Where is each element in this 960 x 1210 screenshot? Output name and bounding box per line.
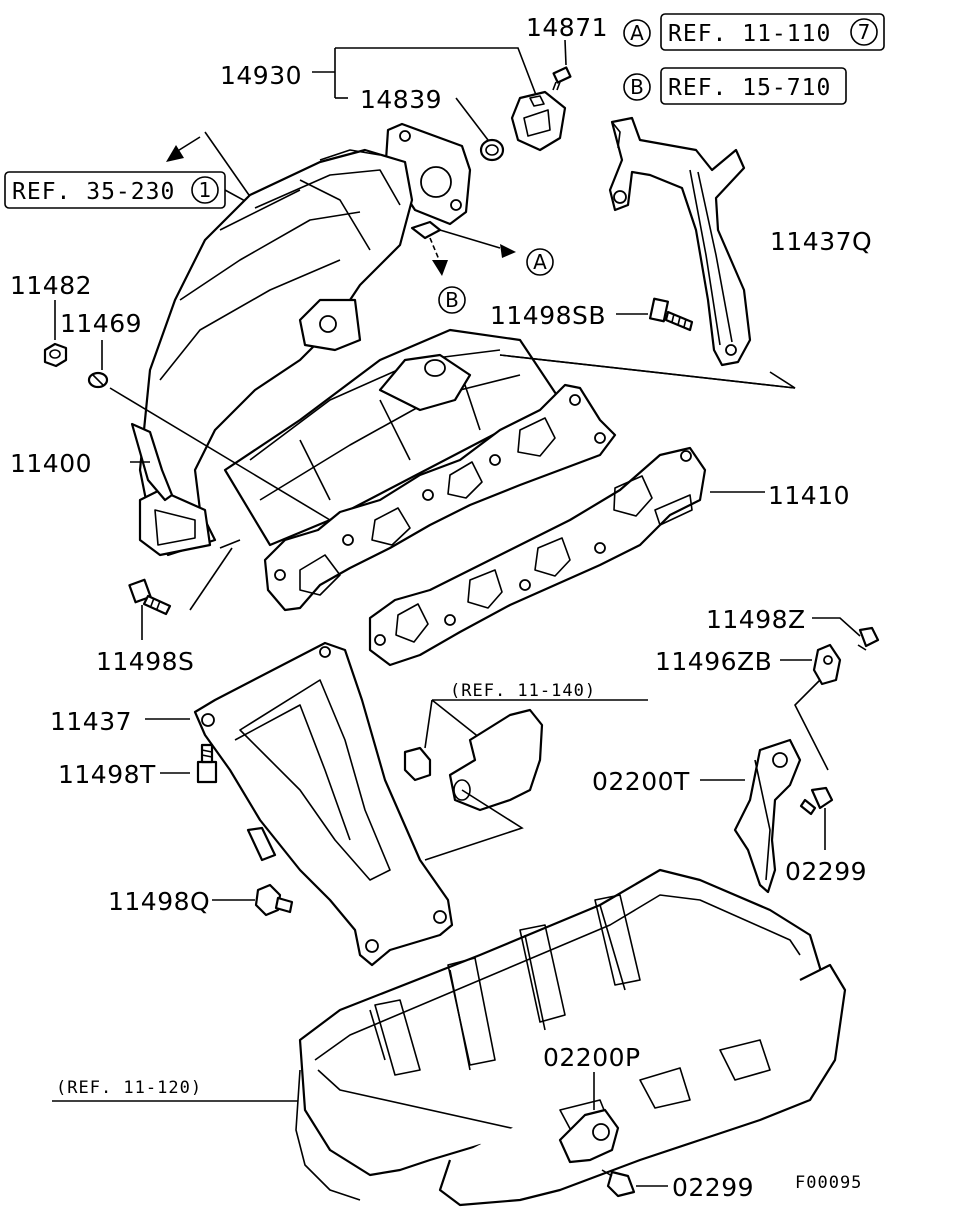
label-11437: 11437 (50, 707, 132, 736)
ref-35-230-text: REF. 35-230 (12, 179, 175, 205)
connector-a: A (526, 248, 554, 276)
label-11498sb: 11498SB (490, 301, 606, 330)
map-sensor-group (312, 39, 572, 162)
arrow-icon (500, 244, 516, 258)
gasket-11410 (368, 446, 765, 667)
label-14839: 14839 (360, 85, 442, 114)
label-02299-upper: 02299 (785, 857, 867, 886)
legend-b: B REF. 15-710 (623, 67, 847, 105)
nut-11482 (43, 300, 68, 368)
label-11496zb: 11496ZB (655, 647, 772, 676)
brace-11437 (145, 641, 454, 967)
arrow-icon (432, 260, 448, 276)
connector-a-letter: A (533, 250, 547, 274)
washer-11469 (87, 340, 109, 389)
bolt-11498z (812, 617, 880, 651)
label-14871: 14871 (526, 13, 608, 42)
legend-a-circled-number: 7 (858, 20, 871, 44)
connector-b: B (438, 286, 466, 314)
connector-b-letter: B (445, 288, 459, 312)
arrow-icon (166, 145, 184, 162)
screw-icon (552, 66, 572, 91)
bracket-02200p (558, 1072, 620, 1164)
bolt-02299-lower (601, 1169, 668, 1198)
label-14930: 14930 (220, 61, 302, 90)
label-11437q: 11437Q (770, 227, 872, 256)
intake-manifold (130, 122, 617, 612)
label-02200t: 02200T (592, 767, 690, 796)
legend-b-letter: B (630, 75, 644, 99)
bolt-11498sb (616, 297, 694, 332)
legend-a: A REF. 11-110 7 (623, 13, 885, 51)
ref-11-120-text: (REF. 11-120) (56, 1078, 202, 1098)
legend-b-ref: REF. 15-710 (668, 75, 831, 101)
ref-35-230-circled-number: 1 (199, 178, 212, 202)
label-11498q: 11498Q (108, 887, 210, 916)
bolt-11498s (128, 578, 172, 640)
label-11498s: 11498S (96, 647, 194, 676)
bracket-11437q (608, 116, 752, 367)
bolt-11498t (160, 743, 218, 784)
label-11482: 11482 (10, 271, 92, 300)
bracket-02200t (700, 738, 802, 894)
clip-11496zb (780, 643, 842, 771)
legend-a-letter: A (630, 21, 644, 45)
bolt-11498q (212, 883, 294, 917)
label-11410: 11410 (768, 481, 850, 510)
legend-a-ref: REF. 11-110 (668, 21, 831, 47)
bolt-02299-upper (799, 786, 834, 850)
label-11469: 11469 (60, 309, 142, 338)
oil-pan-and-block (52, 868, 847, 1207)
label-02200p: 02200P (543, 1043, 641, 1072)
label-11400: 11400 (10, 449, 92, 478)
label-02299-lower: 02299 (672, 1173, 754, 1202)
ref-35-230-callout: REF. 35-230 1 (4, 131, 259, 209)
figure-code: F00095 (795, 1173, 862, 1193)
ref-11-140-text: (REF. 11-140) (450, 681, 596, 701)
label-11498t: 11498T (58, 760, 156, 789)
label-11498z: 11498Z (706, 605, 806, 634)
ref-11-140-callout: (REF. 11-140) (403, 681, 648, 861)
